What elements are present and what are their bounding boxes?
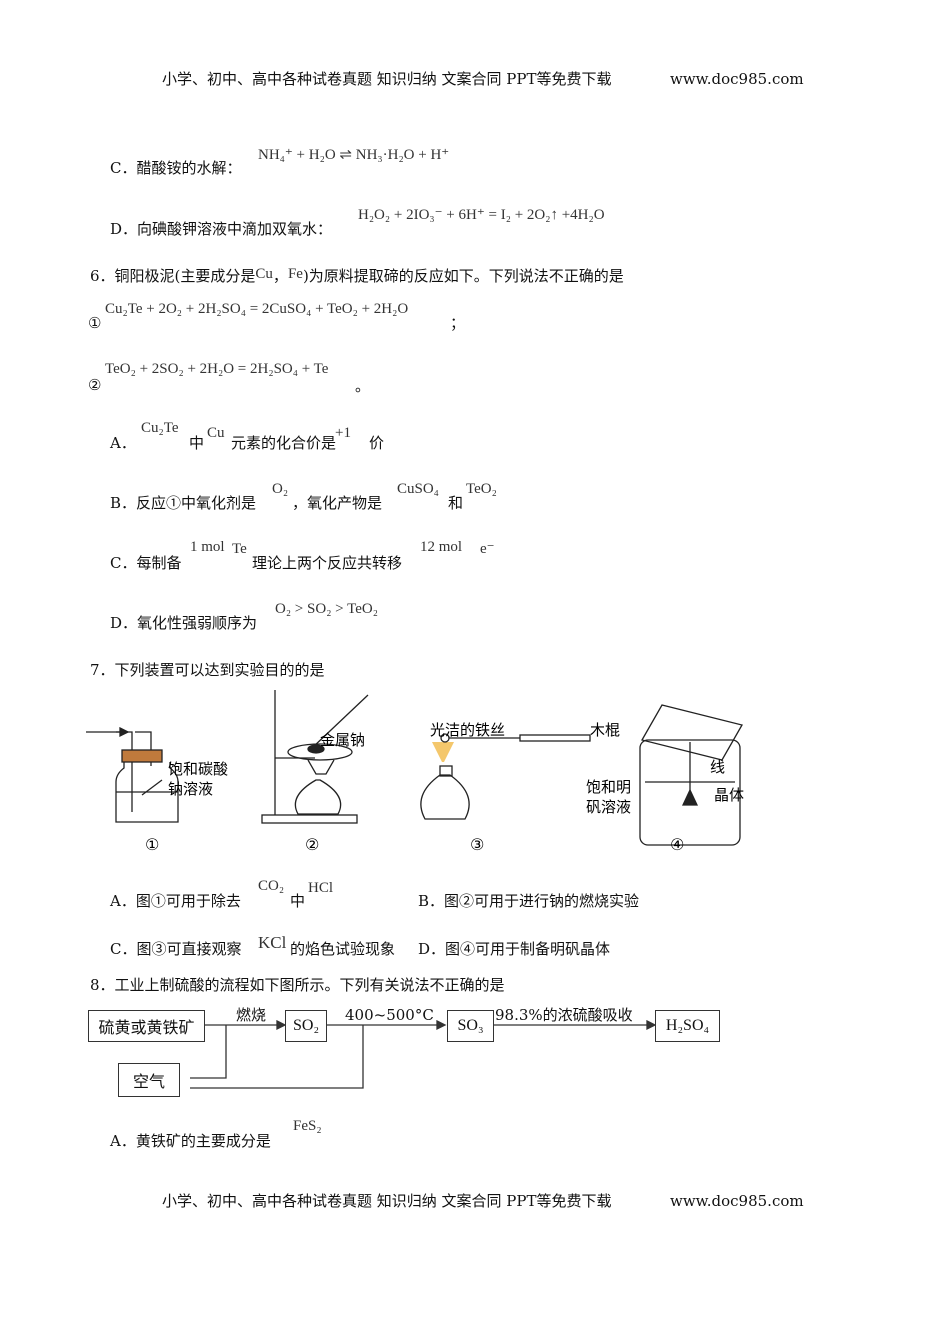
text: 元素的化合价是 bbox=[231, 434, 337, 452]
flow-raw-material: 硫黄或黄铁矿 bbox=[88, 1010, 205, 1042]
text: 理论上两个反应共转移 bbox=[252, 554, 403, 572]
formula: O₂ > SO₂ > TeO₂ bbox=[275, 601, 378, 617]
q5-d-formula: H₂O₂ + 2IO₃⁻ + 6H⁺ = I₂ + 2O₂↑ +4H₂O bbox=[358, 207, 605, 223]
q6-stem-a: 6．铜阳极泥(主要成分是 bbox=[90, 267, 256, 285]
formula-fe: Fe bbox=[287, 266, 303, 282]
q6-stem-b: )为原料提取碲的反应如下。下列说法不正确的是 bbox=[302, 267, 624, 285]
flow-step-temperature: 400~500°C bbox=[345, 1006, 434, 1024]
reaction-1-mark: ① bbox=[88, 314, 102, 332]
q5-option-c: C．醋酸铵的水解： bbox=[110, 159, 242, 177]
text: ，氧化产物是 bbox=[292, 494, 383, 512]
text: 价 bbox=[369, 434, 385, 452]
q7-stem: 7．下列装置可以达到实验目的的是 bbox=[90, 661, 325, 679]
q7-option-c: C．图③可直接观察 bbox=[110, 940, 242, 958]
formula: HCl bbox=[308, 880, 334, 896]
q5-option-d: D．向碘酸钾溶液中滴加双氧水： bbox=[110, 220, 333, 238]
fig2-number: ② bbox=[305, 835, 319, 854]
footer-text: 小学、初中、高中各种试卷真题 知识归纳 文案合同 PPT等免费下载 bbox=[162, 1192, 612, 1210]
text: 和 bbox=[448, 494, 464, 512]
reaction-1-end: ； bbox=[450, 314, 466, 332]
fig4-label-thread: 线 bbox=[710, 758, 725, 776]
fig1-label-2: 钠溶液 bbox=[168, 780, 213, 798]
q7-option-d: D．图④可用于制备明矾晶体 bbox=[418, 940, 611, 958]
header-site: www.doc985.com bbox=[670, 70, 804, 88]
flow-h2so4: H₂SO₄ bbox=[655, 1010, 720, 1042]
q5-c-formula: NH₄⁺ + H₂O ⇌ NH₃·H₂O + H⁺ bbox=[258, 147, 450, 163]
formula: e⁻ bbox=[480, 541, 495, 557]
flow-so3: SO₃ bbox=[447, 1010, 494, 1042]
text: 的焰色试验现象 bbox=[290, 940, 396, 958]
header-text: 小学、初中、高中各种试卷真题 知识归纳 文案合同 PPT等免费下载 bbox=[162, 70, 612, 88]
formula: Cu₂Te bbox=[141, 420, 179, 436]
formula: CO₂ bbox=[258, 878, 285, 894]
formula: TeO₂ bbox=[466, 481, 497, 497]
flow-so2: SO₂ bbox=[285, 1010, 327, 1042]
q8-option-a: A．黄铁矿的主要成分是 bbox=[110, 1132, 271, 1150]
formula: 1 mol bbox=[190, 539, 225, 555]
fig4-label-solution-2: 矾溶液 bbox=[586, 798, 631, 816]
comma: ， bbox=[272, 267, 288, 285]
formula: Te bbox=[232, 541, 247, 557]
q6-stem: 6．铜阳极泥(主要成分是Cu，Fe)为原料提取碲的反应如下。下列说法不正确的是 bbox=[90, 266, 624, 286]
q6-option-c: C．每制备 bbox=[110, 554, 182, 572]
fig4-label-stick: 木棍 bbox=[590, 721, 620, 739]
q7-option-b: B．图②可用于进行钠的燃烧实验 bbox=[418, 892, 640, 910]
q6-option-b: B．反应①中氧化剂是 bbox=[110, 494, 257, 512]
formula: CuSO₄ bbox=[397, 481, 439, 497]
fig1-label: 饱和碳酸 bbox=[168, 760, 228, 778]
q6-option-a: A． bbox=[110, 434, 136, 452]
formula: 12 mol bbox=[420, 539, 463, 555]
text: 中 bbox=[290, 892, 306, 910]
flow-air: 空气 bbox=[118, 1063, 180, 1097]
footer-site: www.doc985.com bbox=[670, 1192, 804, 1210]
reaction-2-end: 。 bbox=[355, 377, 371, 395]
q6-option-d: D．氧化性强弱顺序为 bbox=[110, 614, 258, 632]
flow-step-absorb: 98.3%的浓硫酸吸收 bbox=[495, 1006, 633, 1024]
formula: KCl bbox=[258, 933, 287, 952]
q8-stem: 8．工业上制硫酸的流程如下图所示。下列有关说法不正确的是 bbox=[90, 976, 505, 994]
formula: Cu bbox=[207, 425, 225, 441]
fig1-number: ① bbox=[145, 835, 159, 854]
reaction-2-mark: ② bbox=[88, 376, 102, 394]
q7-option-a: A．图①可用于除去 bbox=[110, 892, 241, 910]
fig4-label-solution: 饱和明 bbox=[586, 778, 631, 796]
formula: FeS₂ bbox=[293, 1118, 322, 1134]
apparatus-figure: 饱和碳酸 钠溶液 金属钠 光洁的铁丝 木棍 线 饱和明 矾溶液 晶体 ① ② ③… bbox=[86, 690, 744, 854]
fig3-label: 光洁的铁丝 bbox=[430, 721, 505, 739]
formula-cu: Cu bbox=[255, 266, 273, 282]
stopper bbox=[121, 749, 163, 763]
fig2-label: 金属钠 bbox=[320, 731, 365, 749]
text: 中 bbox=[189, 434, 205, 452]
formula: O₂ bbox=[272, 481, 289, 497]
flow-step-burn: 燃烧 bbox=[236, 1006, 267, 1024]
fig3-number: ③ bbox=[470, 835, 484, 854]
formula: +1 bbox=[335, 425, 351, 441]
fig4-number: ④ bbox=[670, 835, 684, 854]
reaction-1: Cu₂Te + 2O₂ + 2H₂SO₄ = 2CuSO₄ + TeO₂ + 2… bbox=[105, 301, 409, 317]
fig4-label-crystal: 晶体 bbox=[714, 786, 744, 804]
flowchart-lines bbox=[190, 1019, 657, 1089]
reaction-2: TeO₂ + 2SO₂ + 2H₂O = 2H₂SO₄ + Te bbox=[105, 361, 329, 377]
